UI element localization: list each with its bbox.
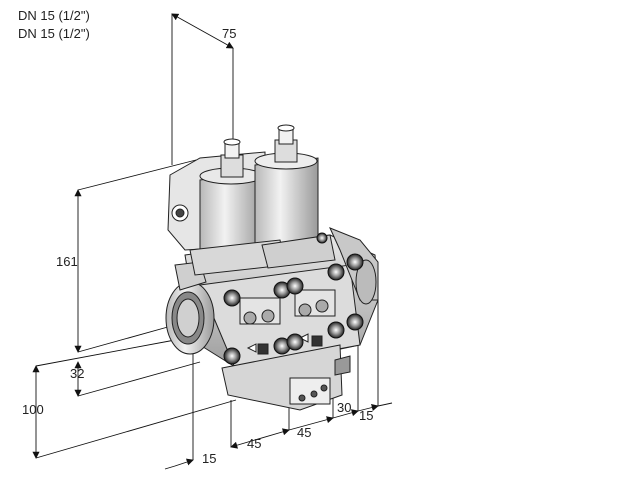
dim-45-left-label: 45 (247, 436, 261, 451)
dim-45-right-label: 45 (297, 425, 311, 440)
dim-75-label: 75 (222, 26, 236, 41)
dim-30-label: 30 (337, 400, 351, 415)
bolts (223, 232, 364, 365)
header-line-1: DN 15 (1/2") (18, 8, 90, 23)
dim-15-right-label: 15 (359, 408, 373, 423)
dim-100-label: 100 (22, 402, 44, 417)
dim-161-label: 161 (56, 254, 78, 269)
dim-32-label: 32 (70, 366, 84, 381)
valve-body (165, 124, 379, 411)
header-line-2: DN 15 (1/2") (18, 26, 90, 41)
dim-15-bottom-label: 15 (202, 451, 216, 466)
